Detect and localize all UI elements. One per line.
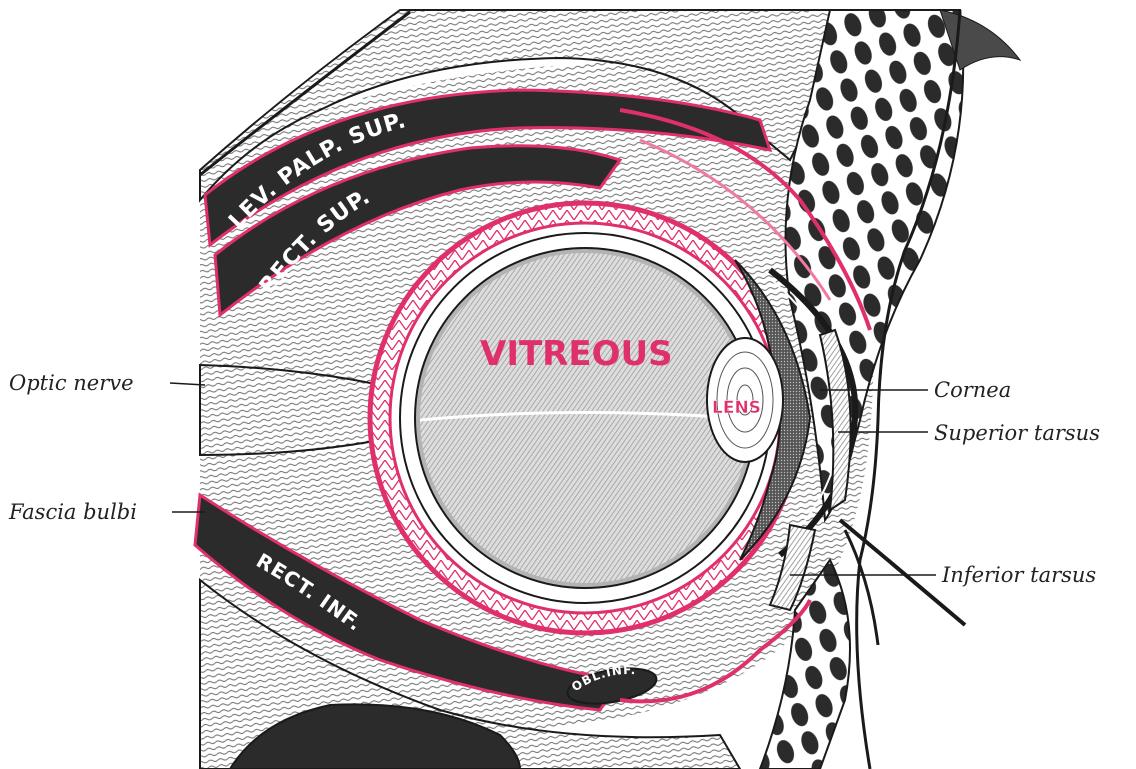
cornea-callout: Cornea — [934, 378, 1011, 402]
fascia-bulbi-callout: Fascia bulbi — [8, 500, 137, 524]
inferior-tarsus-callout: Inferior tarsus — [941, 563, 1096, 587]
superior-tarsus-callout: Superior tarsus — [934, 421, 1100, 445]
vitreous-label: VITREOUS — [480, 334, 673, 374]
optic-nerve-callout: Optic nerve — [9, 371, 134, 395]
lens-label: LENS — [712, 398, 761, 418]
